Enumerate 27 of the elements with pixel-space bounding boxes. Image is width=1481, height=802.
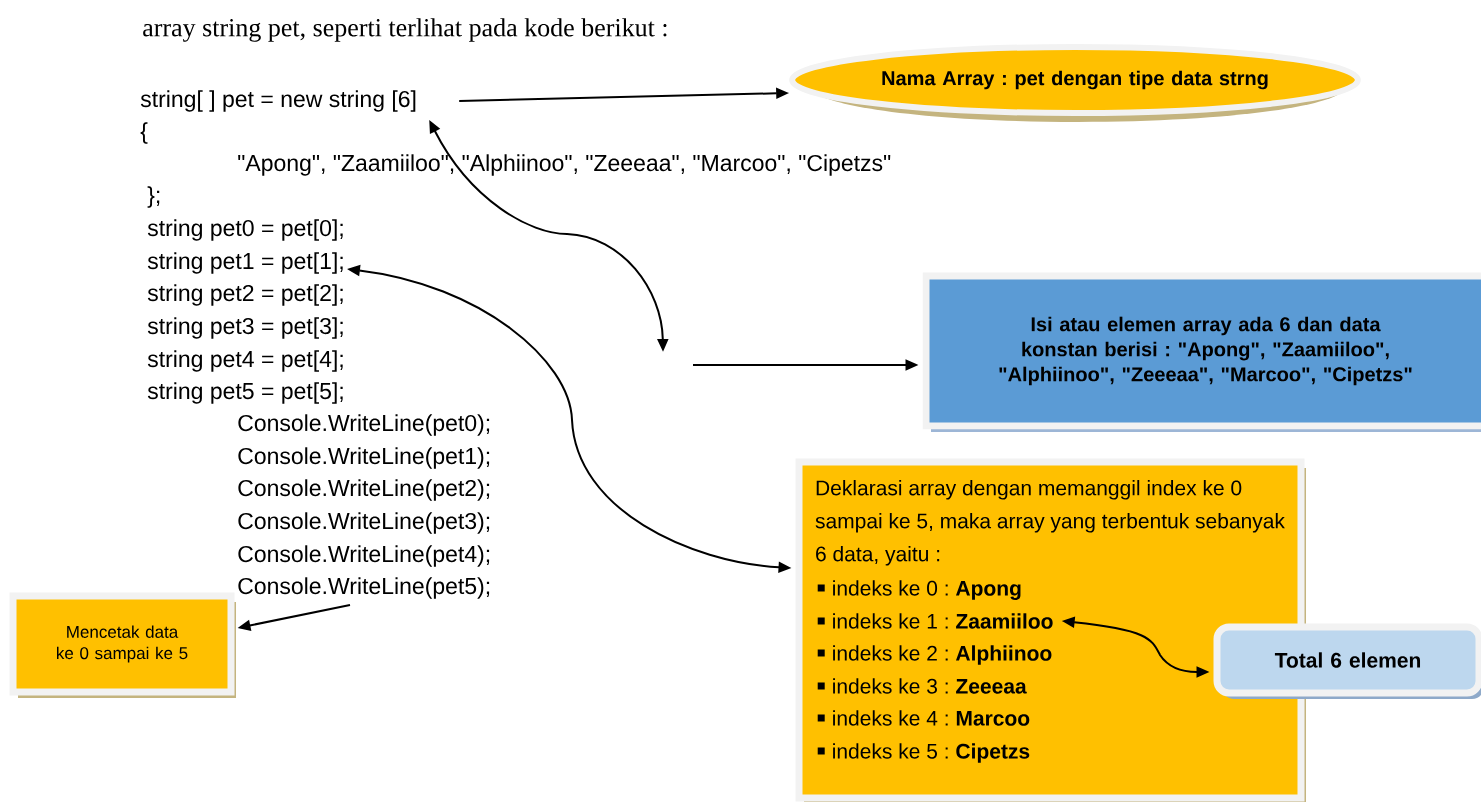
heading-text: array string pet, seperti terlihat pada kode berikut : <box>143 18 667 42</box>
code-line: string pet0 = pet[0]; <box>147 219 343 241</box>
rounded-box: Total 6 elemen <box>1213 623 1481 699</box>
code-line: Console.WriteLine(pet4); <box>238 545 490 567</box>
ellipse-callout: Nama Array : pet dengan tipe data strng <box>789 44 1361 122</box>
code-line: string pet4 = pet[4]; <box>147 350 343 372</box>
list-item: indeks ke 5 : Cipetzs <box>817 743 1030 763</box>
code-line: Console.WriteLine(pet0); <box>238 414 490 436</box>
code-line: { <box>140 122 148 144</box>
code-line: string pet1 = pet[1]; <box>147 252 343 274</box>
list-item: indeks ke 1 : Zaamiiloo <box>817 613 1053 629</box>
code-line: Console.WriteLine(pet1); <box>238 447 490 469</box>
list-item: indeks ke 2 : Alphiinoo <box>817 645 1052 665</box>
code-line: }; <box>147 186 160 208</box>
code-line: Console.WriteLine(pet5); <box>238 577 490 599</box>
code-line: string pet2 = pet[2]; <box>147 284 343 306</box>
code-line: Console.WriteLine(pet3); <box>238 512 490 534</box>
list-item: indeks ke 4 : Marcoo <box>817 710 1030 726</box>
list-item: indeks ke 3 : Zeeeaa <box>817 678 1027 694</box>
code-line: Console.WriteLine(pet2); <box>238 479 490 501</box>
callout-box: Isi atau elemen array ada 6 dan data konstan berisi : "Apong", "Zaamiiloo", "Alphiinoo", "Zeeeaa", "Marcoo", "Cipetzs" <box>922 272 1481 432</box>
list-item: indeks ke 0 : Apong <box>817 580 1021 600</box>
callout-box: Mencetak data ke 0 sampai ke 5 <box>9 592 236 698</box>
code-line: string pet5 = pet[5]; <box>147 382 343 404</box>
code-line: string pet3 = pet[3]; <box>147 317 343 339</box>
code-line: string[ ] pet = new string [6] <box>140 90 416 112</box>
code-line: "Apong", "Zaamiiloo", "Alphiinoo", "Zeeeaa", "Marcoo", "Cipetzs" <box>238 154 891 176</box>
